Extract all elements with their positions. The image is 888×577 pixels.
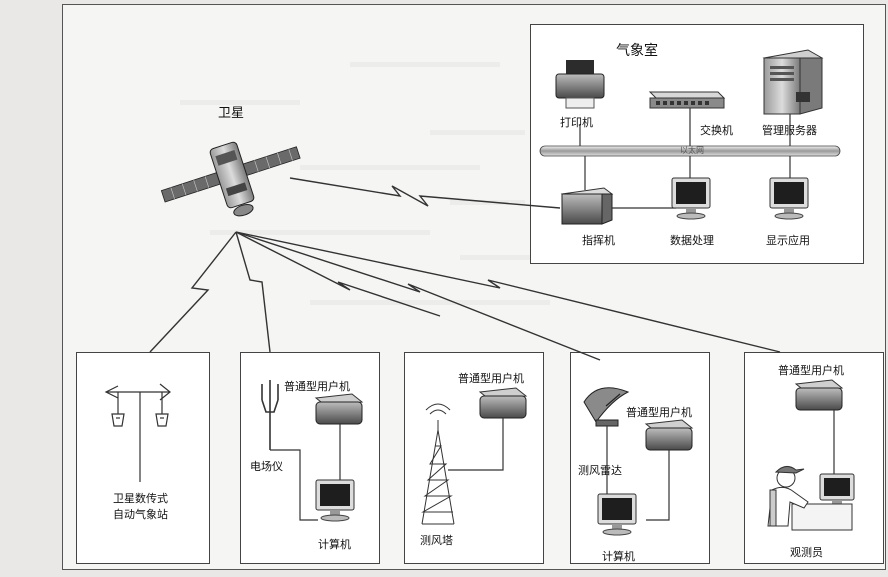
- user-terminal-icon: [314, 393, 364, 425]
- user-terminal-label-1: 普通型用户机: [284, 380, 350, 393]
- tower-icon: [421, 403, 455, 525]
- command-unit-label: 指挥机: [582, 234, 615, 247]
- wind-tower-label: 测风塔: [420, 534, 453, 547]
- weather-room-title: 气象室: [616, 43, 658, 59]
- monitor-icon: [315, 479, 355, 522]
- switch-icon: [648, 91, 726, 109]
- server-icon: [762, 49, 824, 115]
- wind-radar-label: 测风雷达: [578, 464, 622, 477]
- user-terminal-label-4: 普通型用户机: [778, 364, 844, 377]
- mgmt-server-label: 管理服务器: [762, 124, 817, 137]
- efield-meter-label: 电场仪: [250, 460, 283, 473]
- user-terminal-label-3: 普通型用户机: [626, 406, 692, 419]
- user-terminal-icon: [644, 419, 694, 451]
- user-terminal-label-2: 普通型用户机: [458, 372, 524, 385]
- observer-icon: [767, 466, 853, 531]
- computer-label-2: 计算机: [602, 550, 635, 563]
- command-unit-icon: [560, 187, 614, 225]
- monitor-icon: [597, 493, 637, 536]
- station-box-radar: [570, 352, 710, 564]
- station-box-efield: [240, 352, 380, 564]
- link-satellite-command: [289, 177, 561, 209]
- user-terminal-icon: [478, 387, 528, 419]
- user-terminal-icon: [794, 379, 844, 411]
- switch-label: 交换机: [700, 124, 733, 137]
- bus-label: 以太网: [680, 146, 704, 155]
- aws-label-line1: 卫星数传式: [113, 492, 168, 505]
- satellite-label: 卫星: [218, 106, 245, 121]
- observer-label: 观测员: [790, 546, 823, 559]
- antenna-icon: [104, 383, 171, 482]
- station-box-aws: [76, 352, 210, 564]
- monitor-icon: [819, 473, 855, 504]
- display-app-label: 显示应用: [766, 234, 810, 247]
- satellite-icon: [160, 141, 301, 217]
- efield-sensor-icon: [261, 380, 318, 521]
- data-processing-label: 数据处理: [670, 234, 714, 247]
- monitor-icon: [769, 177, 809, 220]
- aws-label-line2: 自动气象站: [113, 508, 168, 521]
- printer-label: 打印机: [560, 116, 593, 129]
- station-box-tower: [404, 352, 544, 564]
- station-links: [149, 231, 781, 361]
- monitor-icon: [671, 177, 711, 220]
- printer-icon: [555, 60, 605, 109]
- radar-dish-icon: [583, 387, 630, 427]
- computer-label-1: 计算机: [318, 538, 351, 551]
